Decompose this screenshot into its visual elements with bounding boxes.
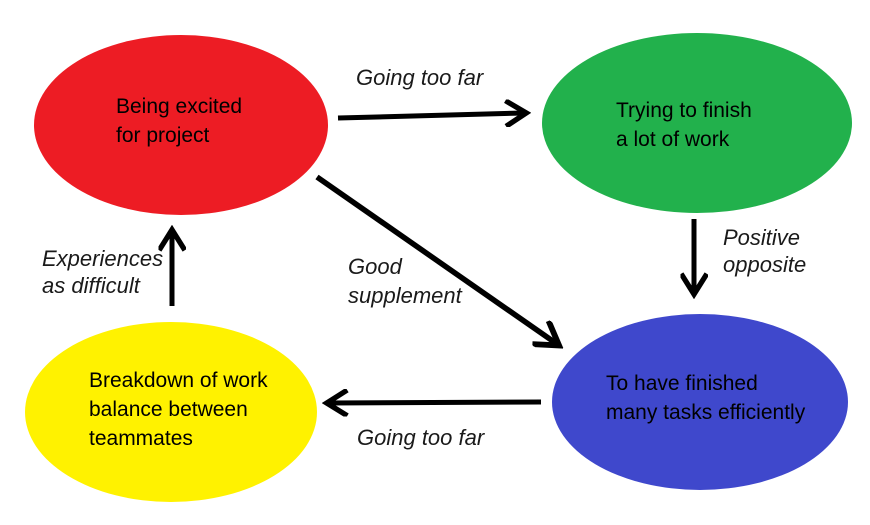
edge-label-line: Positive (723, 225, 801, 250)
edge-label-line: Going too far (357, 425, 485, 450)
edge-label-going-too-far-top: Going too far (356, 64, 483, 91)
edge-label-going-too-far-bottom: Going too far (357, 424, 484, 451)
node-ellipse-breakdown-of-balance (25, 322, 317, 502)
edge-label-line: Going too far (356, 65, 484, 90)
node-label-line: many tasks efficiently (606, 401, 806, 424)
edge-label-positive-opposite: Positive opposite (723, 224, 806, 278)
edge-label-experiences-as-difficult: Experiences as difficult (42, 245, 163, 299)
edge-arrow-excited-to-trying (337, 113, 524, 118)
edge-arrow-finished-to-breakdown (329, 402, 542, 403)
node-label-line: Trying to finish (616, 99, 752, 122)
edge-label-good-supplement: Good supplement (348, 252, 462, 310)
node-label-line: To have finished (606, 372, 758, 395)
node-label-line: for project (116, 124, 210, 147)
node-label-line: balance between (89, 398, 248, 421)
node-label-line: teammates (89, 427, 193, 450)
node-ellipse-trying-to-finish (542, 33, 852, 213)
edge-label-line: supplement (348, 283, 462, 308)
edge-label-line: Good (348, 254, 402, 279)
node-ellipse-finished-efficiently (552, 314, 848, 490)
edge-arrow-excited-to-finished (315, 174, 557, 344)
node-label-line: a lot of work (616, 128, 730, 151)
node-label-breakdown-of-balance: Breakdown of work balance between teamma… (89, 366, 268, 453)
node-label-line: Being excited (116, 95, 243, 118)
edge-label-line: as difficult (42, 273, 140, 298)
node-label-line: Breakdown of work (89, 369, 268, 392)
edge-label-line: opposite (723, 252, 807, 277)
edge-label-line: Experiences (42, 246, 164, 271)
node-label-trying-to-finish: Trying to finish a lot of work (616, 96, 752, 154)
node-label-being-excited: Being excited for project (116, 92, 242, 150)
node-ellipse-being-excited (34, 35, 328, 215)
node-label-finished-efficiently: To have finished many tasks efficiently (606, 369, 805, 427)
